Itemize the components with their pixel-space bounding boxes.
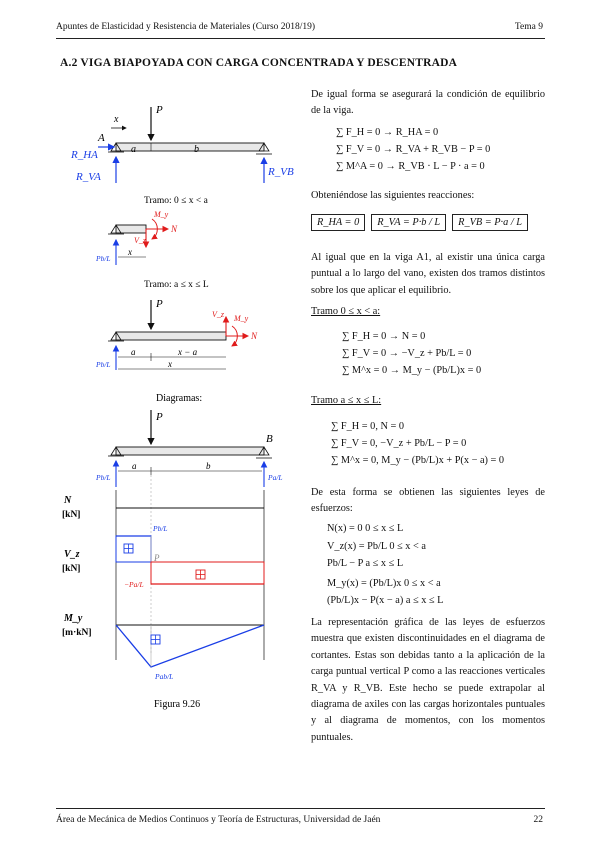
load-label-P: P <box>155 104 163 116</box>
tramo2-diagram: Tramo: a ≤ x ≤ L P N V_z M_y Pb/L a x − … <box>95 280 258 370</box>
reaction-box-RVB: R_VB = P·a / L <box>452 214 529 231</box>
diag-V-Pa-label: −Pa/L <box>124 580 144 589</box>
footer-institution: Área de Mecánica de Medios Continuos y T… <box>56 815 381 825</box>
law-N: N(x) = 0 0 ≤ x ≤ L <box>327 523 404 534</box>
equilibrium-eq-3: ∑ M^A = 0 → R_VB · L − P · a = 0 <box>336 161 485 172</box>
reactions-intro: Obteniéndose las siguientes reacciones: <box>311 190 475 201</box>
tramos-paragraph: Al igual que en la viga A1, al existir u… <box>311 252 545 296</box>
tramo2-label-My: M_y <box>233 314 249 323</box>
running-header-chapter: Tema 9 <box>514 22 543 32</box>
tramo2-label-Vz: V_z <box>212 310 225 319</box>
axis-N-unit: [kN] <box>62 510 80 520</box>
tramo1-label-Pb: Pb/L <box>95 254 111 263</box>
tramo1-eq-3: ∑ M^x = 0 → M_y − (Pb/L)x = 0 <box>342 365 482 376</box>
tramo2-eq-1: ∑ F_H = 0, N = 0 <box>331 421 405 432</box>
point-label-A: A <box>97 132 105 144</box>
reaction-box-RHA: R_HA = 0 <box>311 214 366 231</box>
diag-reaction-Pb: Pb/L <box>95 473 111 482</box>
axis-N: N <box>63 495 72 506</box>
tramo1-label-Vz: V_z <box>134 236 147 245</box>
law-M-1: M_y(x) = (Pb/L)x 0 ≤ x < a <box>327 578 441 589</box>
tramo1-label-N: N <box>170 224 178 234</box>
diag-M-Pab-label: Pab/L <box>154 672 173 681</box>
diag-dim-a: a <box>132 461 137 471</box>
tramo2-title: Tramo: a ≤ x ≤ L <box>144 280 209 290</box>
tramo1-dim-x: x <box>127 247 132 257</box>
intro-paragraph: De igual forma se asegurará la condición… <box>311 89 545 117</box>
law-V-1: V_z(x) = Pb/L 0 ≤ x < a <box>327 541 426 552</box>
axis-M-unit: [m·kN] <box>62 628 92 638</box>
figure-caption: Figura 9.26 <box>154 699 200 710</box>
conclusion-paragraph: La representación gráfica de las leyes d… <box>311 617 545 743</box>
tramo2-eq-2: ∑ F_V = 0, −V_z + Pb/L − P = 0 <box>331 438 467 449</box>
law-M-2: (Pb/L)x − P(x − a) a ≤ x ≤ L <box>327 595 444 606</box>
laws-intro: De esta forma se obtienen las siguientes… <box>311 487 545 515</box>
page-number: 22 <box>533 815 544 825</box>
tramo1-eq-2: ∑ F_V = 0 → −V_z + Pb/L = 0 <box>342 348 472 359</box>
tramo2-eq-3: ∑ M^x = 0, M_y − (Pb/L)x + P(x − a) = 0 <box>331 455 505 466</box>
axis-M: M_y <box>63 613 83 624</box>
reaction-label-RVA: R_VA <box>75 171 101 183</box>
reaction-box-RVA: R_VA = P·b / L <box>371 214 447 231</box>
diag-dim-b: b <box>206 461 211 471</box>
tramo2-label-N: N <box>250 331 258 341</box>
dim-label-x: x <box>113 114 119 125</box>
tramo1-label-My: M_y <box>153 210 169 219</box>
tramo1-eq-1: ∑ F_H = 0 → N = 0 <box>342 331 426 342</box>
beam-figure: P A x a b R_HA R_VA R_VB Tramo: 0 ≤ x < … <box>62 104 294 710</box>
diagrams-title: Diagramas: <box>156 393 202 404</box>
axis-V: V_z <box>64 549 80 560</box>
reaction-boxes: R_HA = 0 R_VA = P·b / L R_VB = P·a / L <box>311 214 529 231</box>
beam-main: P A x a b R_HA R_VA R_VB <box>70 104 294 183</box>
diagrams: Diagramas: P B Pb/L Pa/L a b N [kN] V_z … <box>62 393 283 681</box>
diag-V-Pb-label: Pb/L <box>152 524 168 533</box>
tramo2-label-Pb: Pb/L <box>95 360 111 369</box>
reaction-label-RVB: R_VB <box>267 166 294 178</box>
tramo1-diagram: Tramo: 0 ≤ x < a N V_z M_y Pb/L x <box>95 196 209 265</box>
axis-V-unit: [kN] <box>62 564 80 574</box>
diag-label-P: P <box>155 411 163 423</box>
tramo2-dim-x: x <box>167 359 172 369</box>
diag-reaction-Pa: Pa/L <box>267 473 283 482</box>
running-header-title: Apuntes de Elasticidad y Resistencia de … <box>56 22 316 32</box>
dim-label-a: a <box>131 144 136 155</box>
diag-label-B: B <box>266 433 273 445</box>
header-rule <box>56 38 545 39</box>
tramo2-dim-a: a <box>131 347 136 357</box>
law-V-2: Pb/L − P a ≤ x ≤ L <box>327 558 404 569</box>
footer-rule <box>56 808 545 809</box>
tramo2-label-P: P <box>155 298 163 310</box>
reaction-label-RHA: R_HA <box>70 149 98 161</box>
diag-V-P-label: P <box>153 553 160 563</box>
tramo2-heading: Tramo a ≤ x ≤ L: <box>311 395 382 406</box>
equilibrium-eq-1: ∑ F_H = 0 → R_HA = 0 <box>336 127 439 138</box>
section-title: A.2 VIGA BIAPOYADA CON CARGA CONCENTRADA… <box>60 57 458 69</box>
tramo1-title: Tramo: 0 ≤ x < a <box>144 196 209 206</box>
equilibrium-eq-2: ∑ F_V = 0 → R_VA + R_VB − P = 0 <box>336 144 491 155</box>
dim-label-b: b <box>194 144 199 155</box>
tramo1-heading: Tramo 0 ≤ x < a: <box>311 306 381 317</box>
tramo2-dim-x-minus-a: x − a <box>177 347 198 357</box>
